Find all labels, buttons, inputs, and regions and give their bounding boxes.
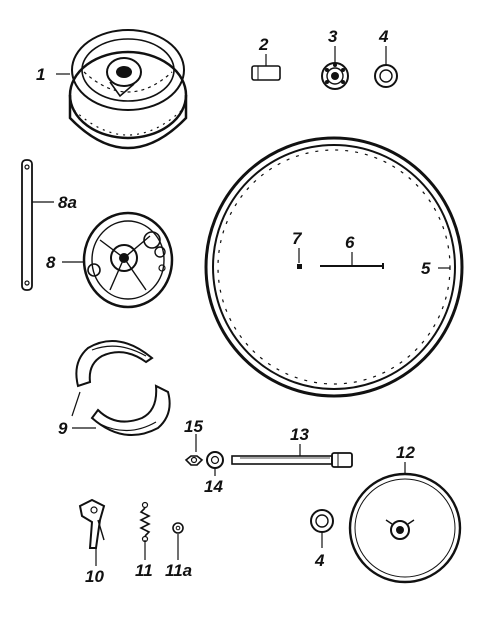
part-4-seal-bottom (310, 509, 334, 533)
part-12-hub-cover (348, 472, 462, 584)
callout-1: 1 (36, 65, 45, 84)
callout-8: 8 (46, 253, 56, 272)
part-10-cam-lever (78, 498, 106, 549)
part-14-washer (206, 451, 224, 469)
callout-5: 5 (421, 259, 431, 278)
leader-9b (71, 391, 81, 417)
part-11-spring (139, 501, 151, 543)
part-7-nipple (297, 264, 302, 269)
callout-labels: 1 2 3 4 4 5 6 7 8 8a 9 10 11 11a 12 13 1… (36, 27, 431, 586)
callout-9: 9 (58, 419, 68, 438)
callout-4-bottom: 4 (314, 551, 325, 570)
part-6-spoke (320, 263, 384, 269)
part-5-rim (204, 136, 464, 398)
part-3-bearing (321, 62, 349, 90)
callout-11: 11 (135, 561, 153, 580)
callout-8a: 8a (58, 193, 77, 212)
part-1-hub (68, 29, 188, 150)
part-8a-torque-arm (21, 159, 33, 291)
callout-4-top: 4 (378, 27, 389, 46)
callout-6: 6 (345, 233, 355, 252)
callout-11a: 11a (165, 561, 192, 580)
callout-13: 13 (290, 425, 309, 444)
callout-15: 15 (184, 417, 203, 436)
callout-3: 3 (328, 27, 338, 46)
callout-7: 7 (292, 229, 303, 248)
part-15-nut (184, 455, 204, 466)
part-2-spacer (251, 65, 281, 81)
callout-12: 12 (396, 443, 415, 462)
callout-10: 10 (85, 567, 104, 586)
callout-14: 14 (204, 477, 223, 496)
part-8-brake-plate (82, 211, 174, 309)
part-11a-washer (172, 522, 184, 534)
part-9-brake-shoes (75, 340, 171, 436)
leader-lines (32, 46, 450, 566)
part-4-seal-top (374, 64, 398, 88)
part-13-axle (231, 452, 353, 468)
callout-2: 2 (258, 35, 269, 54)
